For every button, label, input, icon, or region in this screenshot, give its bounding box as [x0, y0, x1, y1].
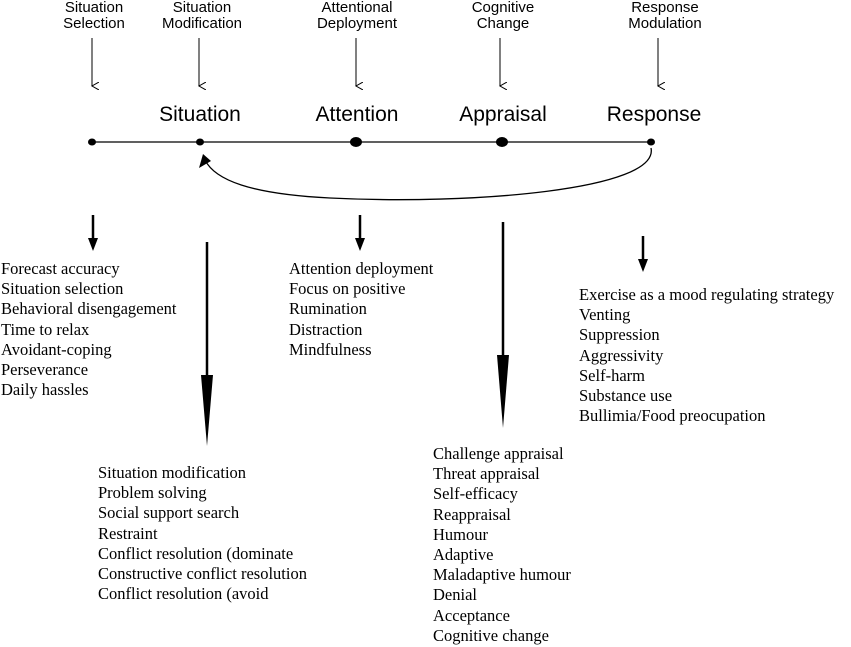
- list-item: Substance use: [579, 386, 673, 406]
- arrowhead-situation-selection: [88, 238, 98, 251]
- list-item: Restraint: [98, 523, 158, 543]
- list-item: Acceptance: [433, 605, 510, 625]
- list-item: Conflict resolution (dominate: [98, 543, 294, 563]
- arrowhead-attentional-deployment: [355, 238, 365, 251]
- list-item: Conflict resolution (avoid: [98, 584, 269, 604]
- arrowhead-situation-modification: [201, 375, 213, 446]
- list-item: Perseverance: [1, 360, 89, 380]
- feedback-arrowhead: [199, 154, 211, 168]
- list-item: Maladaptive humour: [433, 565, 571, 585]
- node-situation: [196, 138, 204, 146]
- list-item: Situation modification: [98, 463, 247, 482]
- stage-response: Response: [606, 103, 702, 126]
- stage-appraisal: Appraisal: [459, 103, 547, 126]
- arrowhead-response-modulation: [638, 259, 648, 272]
- node-response: [647, 138, 655, 146]
- node-appraisal: [496, 137, 508, 147]
- list-item: Self-efficacy: [433, 484, 518, 504]
- list-item: Rumination: [289, 299, 367, 319]
- list-item: Challenge appraisal: [433, 444, 564, 463]
- node-attention: [350, 137, 362, 147]
- list-item: Threat appraisal: [433, 464, 540, 484]
- stage-attention: Attention: [315, 103, 399, 126]
- list-item: Behavioral disengagement: [1, 299, 177, 319]
- list-item: Humour: [433, 524, 488, 544]
- list-item: Forecast accuracy: [1, 259, 120, 278]
- arrowhead-cognitive-change: [497, 355, 509, 428]
- list-item: Avoidant-coping: [1, 339, 112, 359]
- feedback-loop: [204, 147, 652, 201]
- list-item: Aggressivity: [579, 345, 664, 365]
- list-item: Adaptive: [433, 545, 494, 565]
- label-attentional-deployment: Attentional Deployment: [316, 0, 398, 32]
- list-item: Cognitive change: [433, 625, 549, 645]
- list-item: Social support search: [98, 503, 240, 523]
- list-item: Distraction: [289, 319, 363, 339]
- list-item: Denial: [433, 585, 477, 605]
- list-item: Self-harm: [579, 365, 645, 385]
- list-item: Time to relax: [1, 319, 90, 339]
- stage-situation: Situation: [159, 103, 241, 126]
- list-item: Exercise as a mood regulating strategy: [579, 285, 835, 304]
- list-item: Reappraisal: [433, 504, 511, 524]
- list-item: Attention deployment: [289, 259, 434, 278]
- label-situation-selection: Situation Selection: [63, 0, 125, 32]
- list-item: Bullimia/Food preocupation: [579, 406, 766, 426]
- node-start: [88, 138, 96, 146]
- list-item: Mindfulness: [289, 339, 372, 359]
- list-item: Suppression: [579, 325, 660, 345]
- label-situation-modification: Situation Modification: [161, 0, 243, 32]
- label-cognitive-change: Cognitive Change: [471, 0, 535, 32]
- list-item: Situation selection: [1, 279, 124, 299]
- list-item: Focus on positive: [289, 279, 406, 299]
- list-item: Daily hassles: [1, 380, 89, 400]
- list-item: Problem solving: [98, 483, 207, 503]
- label-response-modulation: Response Modulation: [628, 0, 702, 32]
- list-item: Venting: [579, 305, 631, 325]
- list-item: Constructive conflict resolution: [98, 564, 307, 584]
